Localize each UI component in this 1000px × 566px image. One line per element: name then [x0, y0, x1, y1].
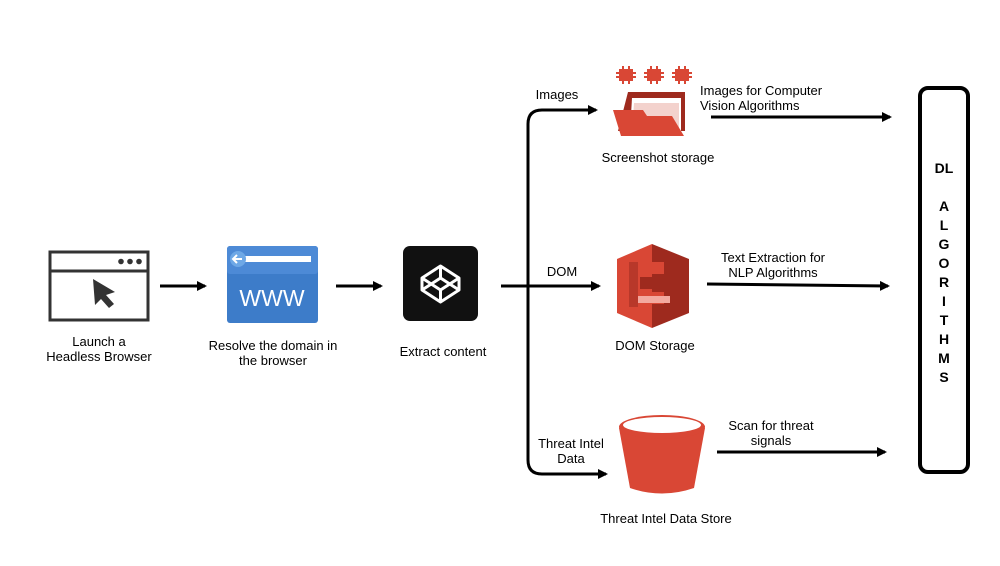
main-arrows	[160, 105, 892, 479]
dl-letter: G	[938, 236, 950, 252]
www-text: WWW	[239, 285, 304, 311]
dl-letter: L	[939, 217, 949, 233]
www-icon: WWW	[227, 246, 318, 323]
threat-store-label: Threat Intel Data Store	[600, 511, 732, 526]
codepen-cube-icon	[403, 246, 478, 321]
images-edge-label: Images	[535, 87, 579, 102]
threat-data-edge-label: Threat Intel Data	[538, 436, 604, 466]
dl-letter: I	[942, 293, 946, 309]
arrow-text-out	[706, 280, 890, 291]
launch-label: Launch a Headless Browser	[46, 334, 152, 364]
dom-edge-label: DOM	[546, 264, 578, 279]
folder-chips-icon	[613, 66, 692, 136]
dl-letter: S	[939, 369, 949, 385]
bucket-icon	[619, 415, 705, 494]
arrow-branch-images	[526, 105, 598, 286]
dl-letter: H	[938, 331, 950, 347]
dom-storage-label: DOM Storage	[615, 338, 695, 353]
resolve-label: Resolve the domain in the browser	[208, 338, 338, 368]
text-out-label: Text Extraction for NLP Algorithms	[720, 250, 826, 280]
dl-title: DL	[934, 160, 954, 176]
dl-algorithms-box: DL A L G O R I T H M S	[918, 86, 970, 474]
screenshot-storage-label: Screenshot storage	[601, 150, 715, 165]
s3-bucket-icon	[617, 244, 689, 328]
extract-label: Extract content	[399, 344, 487, 359]
dl-letter: R	[938, 274, 950, 290]
dl-letter: T	[939, 312, 949, 328]
dl-letter: M	[938, 350, 950, 366]
arrow-branch-threat	[526, 286, 608, 479]
scan-out-label: Scan for threat signals	[728, 418, 814, 448]
dl-letter: O	[938, 255, 950, 271]
browser-cursor-icon	[48, 250, 150, 322]
dl-letters: A L G O R I T H M S	[922, 197, 966, 387]
images-out-label: Images for Computer Vision Algorithms	[700, 83, 823, 113]
dl-letter: A	[938, 198, 950, 214]
